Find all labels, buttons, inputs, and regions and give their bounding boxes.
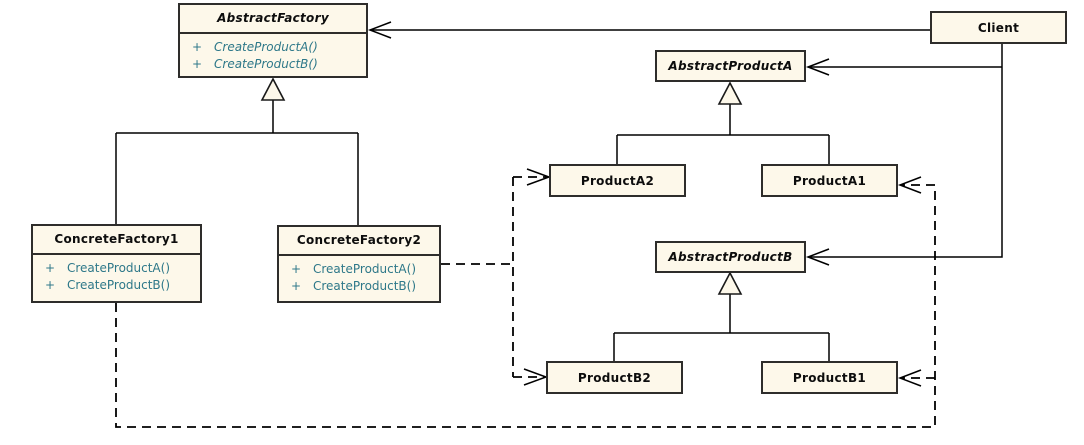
open-arrowhead — [897, 369, 922, 387]
dependency-concretefactory2 — [441, 168, 552, 386]
method-row: + CreateProductA() — [279, 261, 439, 278]
generalization-products-a — [616, 81, 830, 164]
class-abstractfactory: AbstractFactory + CreateProductA() + Cre… — [178, 3, 368, 78]
class-title: ProductA2 — [580, 173, 655, 188]
class-title: ConcreteFactory2 — [296, 233, 422, 247]
association-client-abstractfactory — [367, 21, 930, 39]
generalization-triangle — [260, 77, 286, 101]
class-abstractproductb: AbstractProductB — [655, 241, 806, 273]
open-arrowhead — [367, 21, 392, 39]
class-methods: + CreateProductA() + CreateProductB() — [180, 32, 366, 73]
dependency-concretefactory1 — [115, 176, 936, 428]
class-producta2: ProductA2 — [549, 164, 686, 197]
class-methods: + CreateProductA() + CreateProductB() — [279, 254, 439, 295]
method-row: + CreateProductB() — [180, 56, 366, 73]
visibility-marker: + — [192, 40, 203, 54]
class-client: Client — [930, 11, 1067, 44]
class-concretefactory2: ConcreteFactory2 + CreateProductA() + Cr… — [277, 225, 441, 303]
method-signature: CreateProductB() — [214, 57, 318, 71]
method-row: + CreateProductA() — [33, 260, 200, 277]
method-row: + CreateProductA() — [180, 39, 366, 56]
generalization-triangle — [717, 271, 743, 295]
class-abstractproducta: AbstractProductA — [655, 50, 806, 82]
class-title: ProductA1 — [792, 173, 867, 188]
class-title: AbstractProductB — [668, 250, 793, 264]
class-title: AbstractFactory — [217, 11, 329, 25]
class-title: Client — [977, 20, 1020, 35]
class-title: AbstractProductA — [668, 59, 793, 73]
generalization-products-b — [613, 271, 830, 361]
method-signature: CreateProductA() — [313, 262, 417, 276]
class-productb1: ProductB1 — [761, 361, 898, 394]
open-arrowhead — [897, 176, 922, 194]
class-producta1: ProductA1 — [761, 164, 898, 197]
open-arrowhead — [805, 248, 830, 266]
association-client-abstractproducts — [805, 44, 1003, 266]
visibility-marker: + — [45, 261, 56, 275]
method-signature: CreateProductA() — [214, 40, 318, 54]
visibility-marker: + — [291, 279, 302, 293]
class-concretefactory1: ConcreteFactory1 + CreateProductA() + Cr… — [31, 224, 202, 303]
class-methods: + CreateProductA() + CreateProductB() — [33, 253, 200, 294]
visibility-marker: + — [45, 278, 56, 292]
method-row: + CreateProductB() — [33, 277, 200, 294]
method-signature: CreateProductA() — [67, 261, 171, 275]
open-arrowhead — [805, 58, 830, 76]
class-title: ProductB1 — [792, 370, 867, 385]
method-row: + CreateProductB() — [279, 278, 439, 295]
method-signature: CreateProductB() — [313, 279, 417, 293]
class-title: ProductB2 — [577, 370, 652, 385]
visibility-marker: + — [291, 262, 302, 276]
class-productb2: ProductB2 — [546, 361, 683, 394]
class-title: ConcreteFactory1 — [54, 232, 179, 246]
generalization-triangle — [717, 81, 743, 105]
generalization-factories — [115, 77, 359, 225]
method-signature: CreateProductB() — [67, 278, 171, 292]
visibility-marker: + — [192, 57, 203, 71]
